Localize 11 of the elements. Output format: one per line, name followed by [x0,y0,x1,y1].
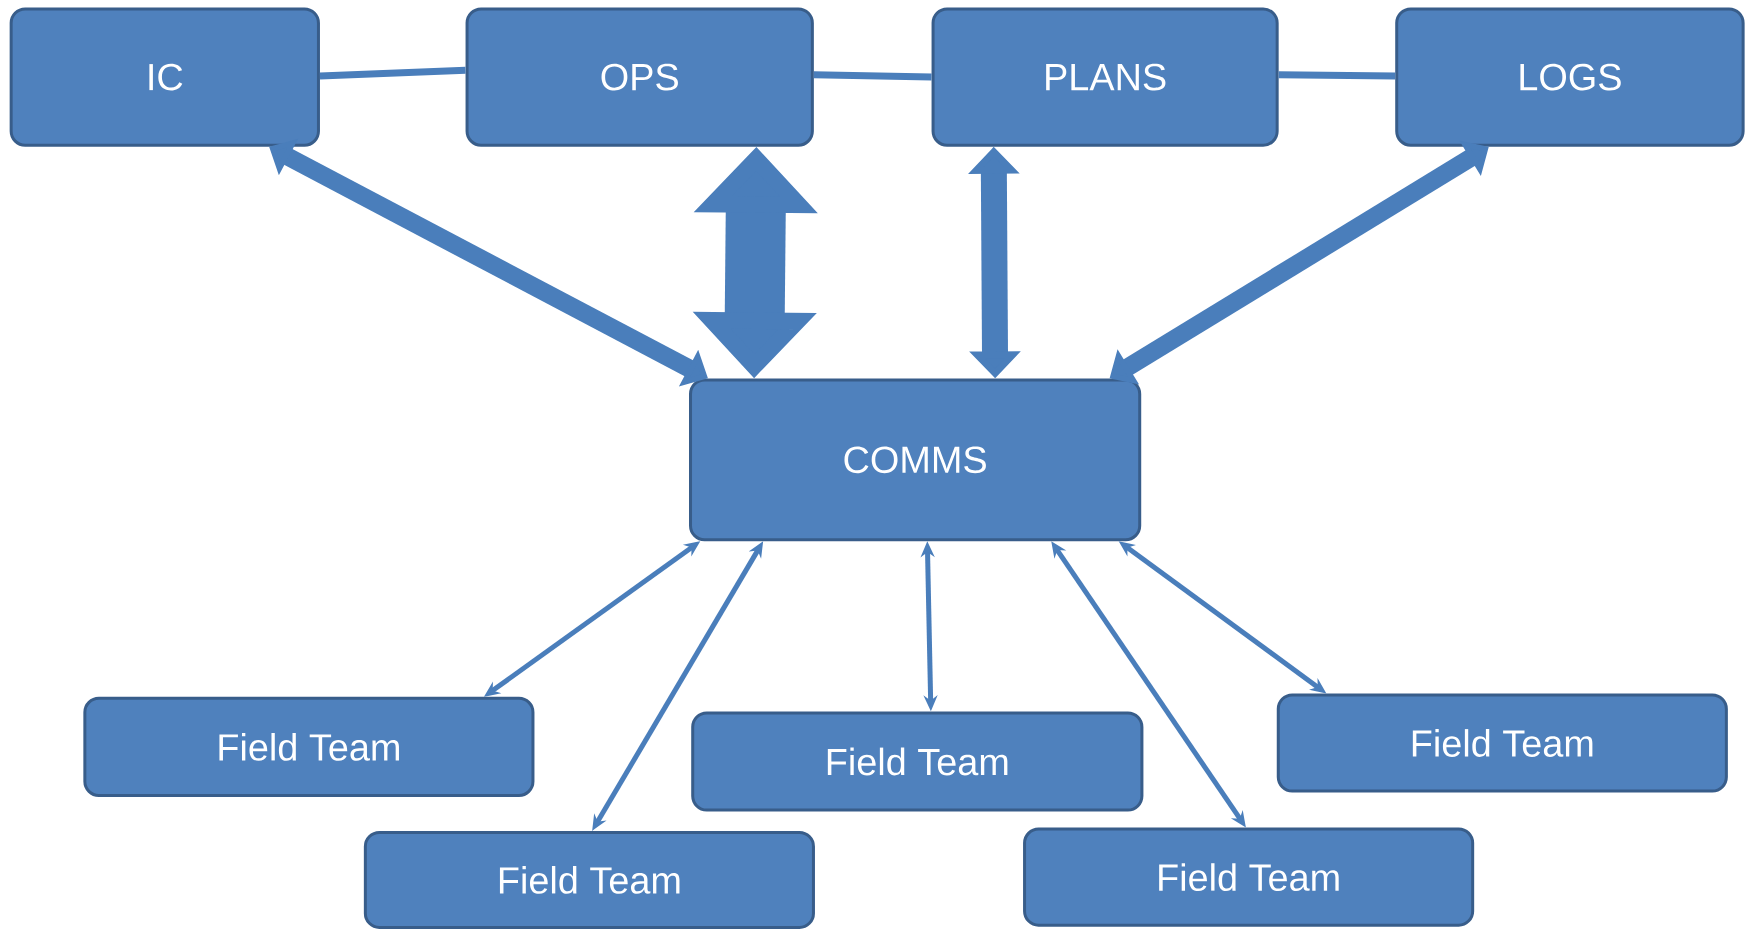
role-box: IC [9,7,320,147]
role-box: LOGS [1395,7,1745,147]
role-box: PLANS [931,7,1279,147]
team-box: Field Team [1023,827,1475,927]
connector-line [1278,71,1396,80]
team-box: Field Team [1276,693,1728,793]
hub-box: COMMS [689,378,1142,542]
role-box: OPS [465,7,814,147]
team-box: Field Team [363,830,815,929]
team-box: Field Team [691,711,1144,812]
team-box: Field Team [83,696,535,797]
